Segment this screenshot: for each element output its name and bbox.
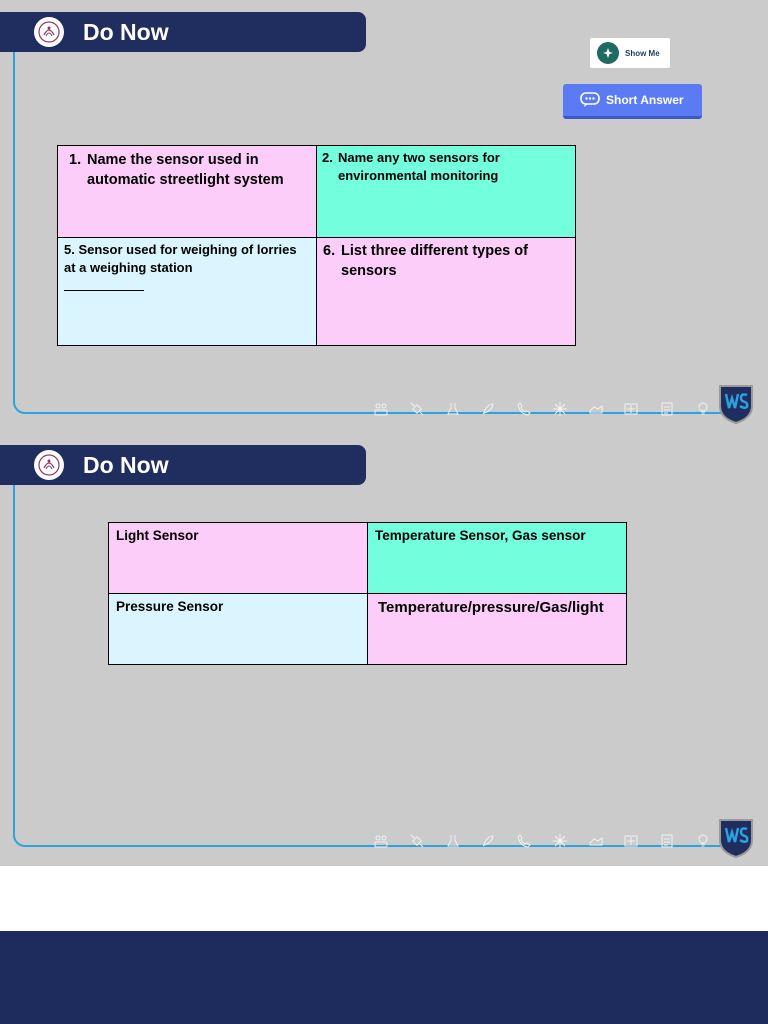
question-1-cell: 1. Name the sensor used in automatic str… [57, 145, 317, 238]
slide-frame [13, 40, 735, 414]
question-6-cell: 6. List three different types of sensors [316, 237, 576, 346]
calculator-icon [622, 832, 640, 850]
answer-5-text: Pressure Sensor [116, 599, 224, 614]
lightbulb-icon [694, 400, 712, 418]
show-me-icon [597, 42, 619, 64]
people-icon [372, 400, 390, 418]
answer-1-text: Light Sensor [116, 528, 199, 543]
banner-title: Do Now [83, 18, 169, 45]
question-2-text: Name any two sensors for environmental m… [338, 150, 500, 183]
question-5-text: 5. Sensor used for weighing of lorries a… [64, 242, 297, 275]
chemistry-icon [444, 832, 462, 850]
subject-icon-strip [372, 400, 712, 418]
people-icon [372, 832, 390, 850]
phone-icon [515, 400, 533, 418]
chemistry-icon [444, 400, 462, 418]
chat-bubble-icon [580, 92, 600, 108]
answer-2-text: Temperature Sensor, Gas sensor [375, 528, 586, 543]
short-answer-label: Short Answer [606, 93, 684, 107]
ws-shield-logo [718, 818, 754, 859]
slide-do-now-questions: Do Now Show Me Short Answer [0, 0, 768, 432]
slide-do-now-answers: Do Now Light Sensor Temperature Sensor, … [0, 432, 768, 866]
show-me-button[interactable]: Show Me [590, 38, 670, 68]
ws-shield-logo [718, 384, 754, 425]
slide-frame [13, 472, 735, 847]
question-6-text: List three different types of sensors [341, 243, 528, 279]
question-number: 2. [322, 150, 333, 165]
subject-icon-strip [372, 832, 712, 850]
answer-6-text: Temperature/pressure/Gas/light [378, 599, 604, 616]
short-answer-button[interactable]: Short Answer [563, 84, 702, 119]
question-1-text: Name the sensor used in automatic street… [87, 152, 284, 188]
satellite-icon [408, 832, 426, 850]
atom-icon [551, 400, 569, 418]
answer-6-cell: Temperature/pressure/Gas/light [367, 593, 627, 665]
clipboard-icon [658, 400, 676, 418]
question-5-cell: 5. Sensor used for weighing of lorries a… [57, 237, 317, 346]
banner-title: Do Now [83, 451, 169, 478]
show-me-label: Show Me [625, 48, 660, 58]
atom-icon [551, 832, 569, 850]
lightbulb-icon [694, 832, 712, 850]
question-2-cell: 2. Name any two sensors for environmenta… [316, 145, 576, 238]
satellite-icon [408, 400, 426, 418]
hands-icon [587, 832, 605, 850]
do-now-banner: Do Now [0, 12, 366, 52]
do-now-banner: Do Now [0, 445, 366, 485]
phone-icon [515, 832, 533, 850]
clipboard-icon [658, 832, 676, 850]
answer-grid: Light Sensor Temperature Sensor, Gas sen… [108, 522, 627, 665]
answer-1-cell: Light Sensor [108, 522, 368, 594]
answer-2-cell: Temperature Sensor, Gas sensor [367, 522, 627, 594]
answer-5-cell: Pressure Sensor [108, 593, 368, 665]
school-logo-icon [34, 17, 64, 47]
hands-icon [587, 400, 605, 418]
school-logo-icon [34, 450, 64, 480]
answer-blank-line [64, 290, 144, 291]
rocket-icon [479, 832, 497, 850]
question-number: 6. [323, 243, 336, 259]
rocket-icon [479, 400, 497, 418]
calculator-icon [622, 400, 640, 418]
footer-band [0, 931, 768, 1024]
question-number: 1. [69, 152, 82, 168]
question-grid: 1. Name the sensor used in automatic str… [57, 145, 576, 346]
